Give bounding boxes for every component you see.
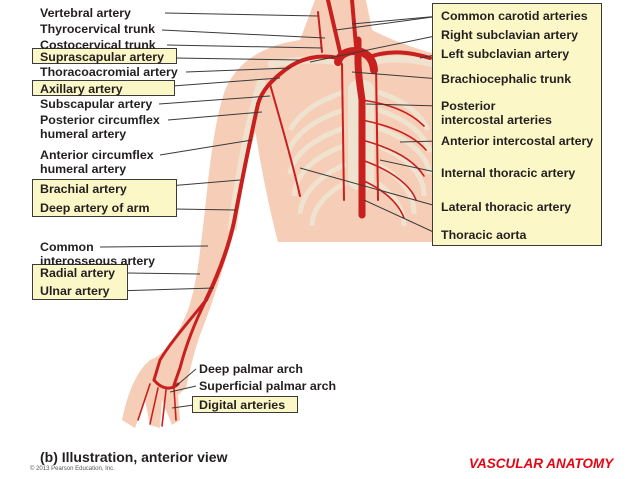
label-digital-arteries: Digital arteries [199, 398, 286, 412]
label-deep-palmar-arch: Deep palmar arch [199, 362, 303, 376]
ulnar-artery-path [152, 298, 208, 382]
right-common-carotid-path [326, 0, 342, 54]
highlight-brachial-deep [32, 179, 177, 217]
label-posterior-circumflex: Posterior circumflex [40, 113, 160, 127]
label-thoracoacromial-artery: Thoracoacromial artery [40, 65, 178, 79]
label-posterior: Posterior [441, 99, 496, 113]
left-common-carotid-path [350, 0, 358, 48]
label-axillary-artery: Axillary artery [40, 82, 123, 96]
deep-artery-of-arm-path [235, 129, 253, 215]
label-radial-artery: Radial artery [40, 266, 116, 280]
label-superficial-palmar-arch: Superficial palmar arch [199, 379, 337, 393]
brand-title: VASCULAR ANATOMY [469, 456, 614, 471]
highlight-suprascapular [32, 48, 177, 64]
axillary-artery-path [256, 68, 287, 106]
label-right-subclavian-artery: Right subclavian artery [441, 28, 579, 42]
label-ulnar-artery: Ulnar artery [40, 284, 110, 298]
radial-artery-path [172, 298, 208, 387]
label-left-subclavian-artery: Left subclavian artery [441, 47, 570, 61]
rib-cage [285, 89, 433, 227]
copyright-notice: © 2013 Pearson Education, Inc. [30, 466, 115, 472]
internal-thoracic-right-path [341, 63, 345, 201]
lateral-thoracic-path [269, 83, 301, 197]
label-subscapular-artery: Subscapular artery [40, 97, 153, 111]
label-anterior-circumflex-humeral: humeral artery [40, 162, 127, 176]
highlight-radial-ulnar [32, 264, 128, 300]
label-thoracic-aorta: Thoracic aorta [441, 228, 527, 242]
label-common-carotid-arteries: Common carotid arteries [441, 9, 588, 23]
label-deep-artery-of-arm: Deep artery of arm [40, 201, 150, 215]
label-common: Common [40, 240, 94, 254]
intercostal-arteries-path [361, 99, 427, 219]
label-anterior-circumflex: Anterior circumflex [40, 148, 154, 162]
vertebral-artery-path [317, 11, 323, 53]
label-lateral-thoracic-artery: Lateral thoracic artery [441, 200, 572, 214]
label-thyrocervical-trunk: Thyrocervical trunk [40, 22, 156, 36]
label-costocervical-trunk: Costocervical trunk [40, 38, 156, 52]
digital-arteries-path [137, 383, 177, 427]
leader-lines-hand [169, 368, 197, 409]
label-posterior-circumflex-humeral: humeral artery [40, 127, 127, 141]
label-suprascapular-artery: Suprascapular artery [40, 50, 164, 64]
label-posterior-intercostal-arteries: intercostal arteries [441, 113, 552, 127]
label-anterior-intercostal-artery: Anterior intercostal artery [441, 134, 594, 148]
label-common-interosseous-artery: interosseous artery [40, 254, 156, 268]
arm-silhouette [122, 40, 300, 428]
label-internal-thoracic-artery: Internal thoracic artery [441, 166, 576, 180]
highlight-right-panel [432, 3, 602, 246]
label-vertebral-artery: Vertebral artery [40, 6, 131, 20]
internal-thoracic-left-path [375, 63, 379, 201]
figure-caption: (b) Illustration, anterior view [40, 449, 228, 465]
label-brachiocephalic-trunk: Brachiocephalic trunk [441, 72, 572, 86]
thoracic-aorta-path [354, 36, 366, 219]
label-brachial-artery: Brachial artery [40, 182, 127, 196]
leader-lines-right [299, 15, 441, 236]
highlight-digital [192, 396, 298, 413]
highlight-axillary [32, 80, 175, 96]
